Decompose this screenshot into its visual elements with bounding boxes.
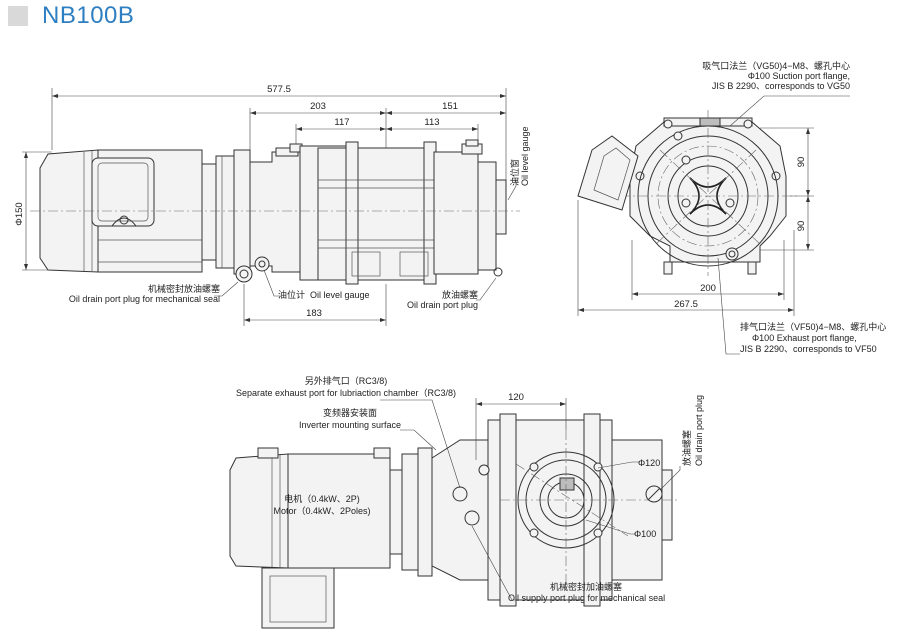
label-oil-gauge-v-en: Oil level gauge [520, 126, 530, 186]
top-view: 120 Φ120 Φ100 另外排气口（RC3/8) Separate exha… [229, 375, 704, 629]
label-exhaust-cn: 排气口法兰（VF50)4−M8、螺孔中心 [740, 321, 886, 332]
pump-casing-center [317, 147, 435, 281]
label-exhaust-en1: Φ100 Exhaust port flange, [752, 333, 857, 343]
title-square-icon [8, 6, 28, 26]
dim-90-bottom: 90 [796, 221, 807, 232]
dim-120: 120 [508, 392, 524, 403]
oil-supply-plug [464, 510, 480, 526]
front-terminal-box [577, 135, 639, 211]
label-oil-level-cn: 油位计 [278, 289, 305, 300]
label-oil-drain-en: Oil drain port plug [407, 300, 478, 310]
front-view: 200 267.5 90 90 [577, 60, 886, 355]
oil-level-gauge-side [254, 256, 270, 272]
label-inverter-cn: 变频器安装面 [323, 407, 377, 418]
label-suction-cn: 吸气口法兰（VG50)4−M8、螺孔中心 [702, 60, 850, 71]
label-oil-gauge-v-cn: 油位窗 [509, 159, 520, 186]
exhaust-port-plug [725, 247, 739, 261]
dim-113: 113 [424, 117, 439, 128]
dim-117: 117 [334, 117, 349, 128]
label-supply-en: Oil supply port plug for mechanical seal [508, 593, 665, 603]
label-motor-cn: 电机（0.4kW、2P) [284, 493, 360, 504]
terminal-box [91, 157, 155, 227]
title-bar: NB100B [8, 2, 134, 30]
label-mech-drain-en: Oil drain port plug for mechanical seal [69, 294, 220, 304]
label-drain-v-cn: 放油螺塞 [681, 430, 692, 466]
label-inverter-en: Inverter mounting surface [299, 420, 401, 430]
mech-drain-plug [235, 265, 253, 283]
dim-183: 183 [306, 308, 322, 319]
label-motor-en: Motor（0.4kW、2Poles) [273, 506, 370, 516]
label-supply-cn: 机械密封加油螺塞 [550, 581, 622, 592]
label-sep-exhaust-cn: 另外排气口（RC3/8) [305, 375, 388, 386]
dim-overall-length: 577.5 [267, 84, 291, 95]
dim-200: 200 [700, 283, 716, 294]
dim-267: 267.5 [674, 299, 698, 310]
label-oil-drain-cn: 放油螺塞 [442, 289, 478, 300]
top-terminal-box [261, 567, 335, 629]
top-motor-body [287, 453, 391, 569]
label-drain-v-en: Oil drain port plug [694, 395, 704, 466]
side-view: 577.5 203 151 117 113 Φ150 [14, 84, 530, 326]
page-title: NB100B [42, 2, 135, 29]
label-mech-drain-cn: 机械密封放油螺塞 [148, 283, 220, 294]
label-sep-exhaust-en: Separate exhaust port for lubriaction ch… [236, 388, 456, 398]
dim-phi100: Φ100 [634, 529, 656, 539]
top-bearing-housing [431, 439, 489, 581]
label-oil-level-en: Oil level gauge [310, 290, 370, 300]
sep-exhaust-port [452, 486, 468, 502]
label-suction-en2: JIS B 2290、corresponds to VG50 [712, 81, 850, 91]
bearing-housing [249, 151, 301, 273]
label-exhaust-en2: JIS B 2290、corresponds to VF50 [740, 344, 877, 354]
dim-phi120: Φ120 [638, 458, 660, 468]
dim-90-top: 90 [796, 157, 807, 168]
dim-phi150: Φ150 [14, 202, 25, 225]
dim-203: 203 [310, 101, 326, 112]
dim-151: 151 [442, 101, 458, 112]
label-suction-en1: Φ100 Suction port flange, [748, 71, 850, 81]
